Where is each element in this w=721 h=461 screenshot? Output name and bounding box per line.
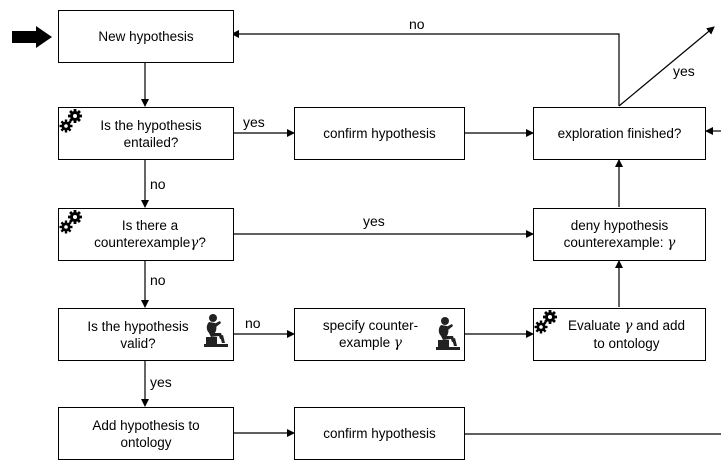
exploration-finished-box: exploration finished? (533, 107, 706, 160)
valid-question-label: Is the hypothesis valid? (87, 318, 189, 351)
edge-label-yes-valid: yes (150, 374, 172, 390)
entailed-decision-box: Is the hypothesis entailed? (58, 107, 234, 160)
gamma-symbol: γ (667, 235, 676, 251)
specify-counterexample-box: specify counter- example γ (294, 308, 465, 361)
add-to-ontology-label: Add hypothesis to ontology (92, 417, 200, 450)
deny-hypothesis-label: deny hypothesis counterexample: (563, 218, 669, 250)
entry-arrow-icon (12, 26, 52, 48)
add-to-ontology-box: Add hypothesis to ontology (58, 407, 234, 460)
edge-exploration-no (231, 30, 620, 106)
confirm-hypothesis-box-1: confirm hypothesis (294, 107, 465, 160)
exploration-finished-label: exploration finished? (557, 126, 682, 141)
specify-counterexample-label: specify counter- example (322, 318, 419, 350)
new-hypothesis-box: New hypothesis (58, 10, 234, 63)
confirm-hypothesis-box-2: confirm hypothesis (294, 407, 465, 460)
edge-label-no-valid: no (245, 315, 261, 331)
evaluate-box: Evaluate γ and add to ontology (533, 308, 706, 361)
edge-label-yes-exit: yes (673, 63, 695, 79)
gamma-symbol: γ (393, 335, 402, 351)
evaluate-label: Evaluate (568, 318, 621, 333)
counterexample-question-label: Is there a counterexample (94, 218, 191, 250)
new-hypothesis-label: New hypothesis (98, 29, 194, 44)
thinker-statue-icon (436, 317, 460, 350)
deny-hypothesis-box: deny hypothesis counterexample: γ (533, 208, 706, 261)
counterexample-decision-box: Is there a counterexampleγ? (58, 208, 234, 261)
edge-label-no-entailed: no (150, 176, 166, 192)
edge-label-no-top: no (409, 16, 425, 32)
gamma-symbol: γ (624, 318, 633, 334)
edge-label-no-counterexample: no (150, 272, 166, 288)
valid-decision-box: Is the hypothesis valid? (58, 308, 234, 361)
edge-exploration-yes-exit (618, 26, 715, 107)
gear-icon (59, 109, 82, 133)
entailed-question-label: Is the hypothesis entailed? (100, 117, 202, 150)
gear-icon (59, 210, 82, 234)
confirm-hypothesis-label-1: confirm hypothesis (323, 126, 436, 141)
gear-icon (534, 310, 557, 334)
thinker-statue-icon (204, 314, 228, 347)
gamma-symbol: γ (190, 235, 199, 251)
edge-label-yes-entailed: yes (243, 114, 265, 130)
question-mark: ? (198, 235, 206, 250)
confirm-hypothesis-label-2: confirm hypothesis (323, 426, 436, 441)
edge-label-yes-counterexample: yes (363, 213, 385, 229)
evaluate-label-tail: and add to ontology (593, 318, 685, 351)
